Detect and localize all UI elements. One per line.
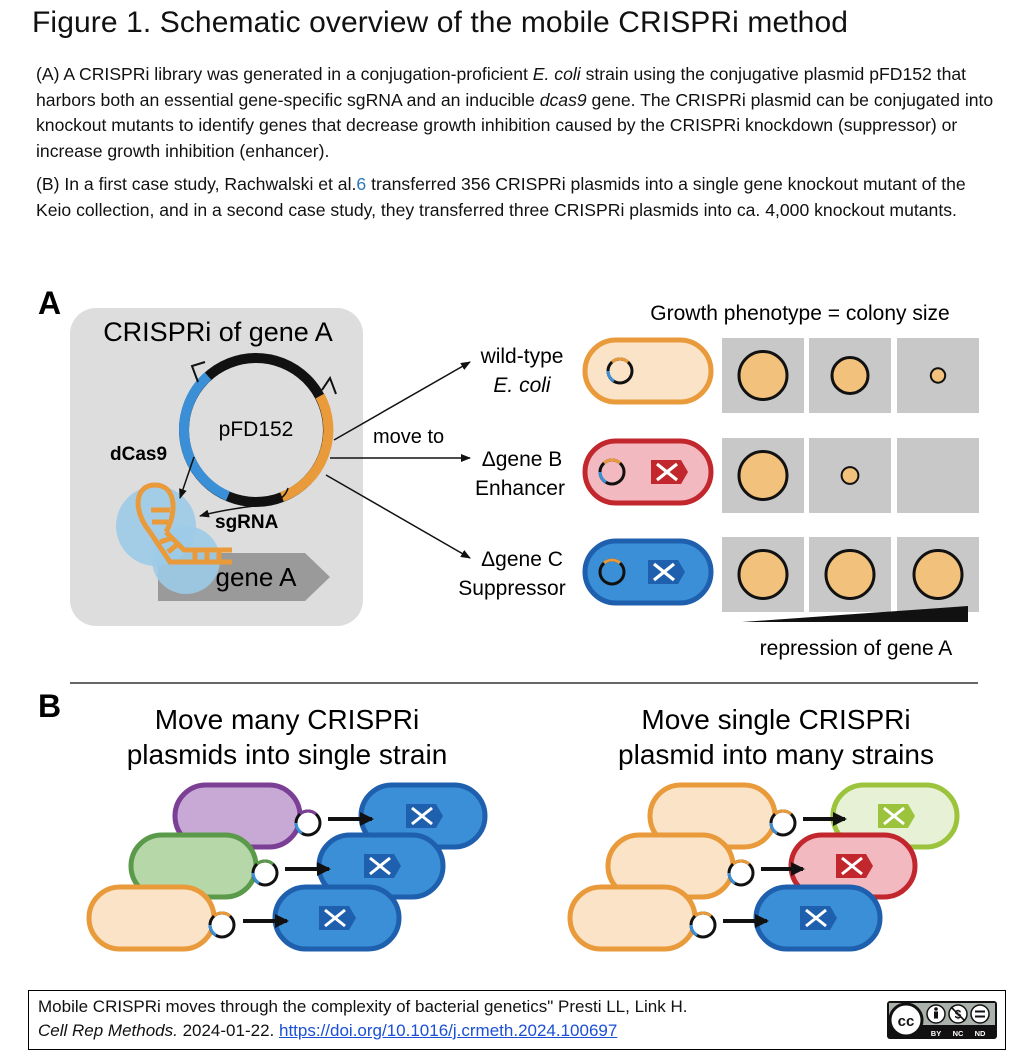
panel-a-label: A <box>38 285 61 321</box>
left-title-2: plasmids into single strain <box>127 739 448 770</box>
row-1-line-1: wild-type <box>480 345 564 368</box>
cc-by-nc-nd-icon: cc $ BY NC ND <box>887 1001 997 1039</box>
colony <box>737 450 789 501</box>
caption-b: (B) In a first case study, Rachwalski et… <box>36 172 996 223</box>
license-by: BY <box>931 1029 941 1038</box>
colony <box>840 466 860 485</box>
colony-tile <box>897 438 979 513</box>
caption-b-text-2: transferred 356 CRISPRi plasmids into a … <box>36 174 966 220</box>
citation-journal: Cell Rep Methods. <box>38 1021 178 1040</box>
doi-link[interactable]: https://doi.org/10.1016/j.crmeth.2024.10… <box>278 1021 618 1040</box>
caption-a-text: (A) A CRISPRi library was generated in a… <box>36 64 533 84</box>
left-group <box>86 782 488 952</box>
citation-line-1: Mobile CRISPRi moves through the complex… <box>38 997 688 1016</box>
colony <box>929 367 947 384</box>
gene-a-label: gene A <box>216 562 298 592</box>
sgrna-hairpin <box>135 482 232 565</box>
right-group <box>567 782 960 952</box>
right-title-1: Move single CRISPRi <box>641 704 910 735</box>
left-title-1: Move many CRISPRi <box>155 704 420 735</box>
colony-grid <box>722 338 979 612</box>
cell-suppressor <box>582 538 714 606</box>
plasmid-pfd152 <box>179 353 337 507</box>
row-1-line-2: E. coli <box>493 374 552 397</box>
colony <box>824 549 876 600</box>
caption-a-italic-ecoli: E. coli <box>532 64 581 84</box>
plasmid-label: pFD152 <box>219 418 294 441</box>
dcas9-label: dCas9 <box>110 444 167 465</box>
citation-date: 2024-01-22. <box>177 1021 279 1040</box>
phenotype-title: Growth phenotype = colony size <box>650 302 949 325</box>
row-3-line-2: Suppressor <box>458 577 565 600</box>
figure-title: Figure 1. Schematic overview of the mobi… <box>32 6 849 39</box>
caption-a: (A) A CRISPRi library was generated in a… <box>36 62 996 164</box>
row-2-line-1: Δgene B <box>482 448 563 471</box>
right-title-2: plasmid into many strains <box>618 739 934 770</box>
citation-line-2: Cell Rep Methods. 2024-01-22. https://do… <box>38 1021 617 1041</box>
cell-wildtype <box>582 337 714 405</box>
crispri-box-title: CRISPRi of gene A <box>103 317 333 347</box>
schematic-figure: A CRISPRi of gene A gene A pFD152 dCas9 … <box>38 285 979 952</box>
colony <box>912 549 964 600</box>
sgrna-label: sgRNA <box>215 512 279 533</box>
citation-footer: Mobile CRISPRi moves through the complex… <box>28 990 1006 1050</box>
caption-a-text-3: gene. The CRISPRi plasmid can be conjuga… <box>36 89 994 161</box>
svg-text:cc: cc <box>898 1013 915 1030</box>
colony <box>737 549 789 600</box>
row-3-line-1: Δgene C <box>481 548 563 571</box>
move-to-label: move to <box>373 426 444 448</box>
cell-enhancer <box>582 438 714 506</box>
colony <box>737 350 789 401</box>
caption-a-text-2: strain using the conjugative plasmid pFD… <box>36 64 967 110</box>
license-nd: ND <box>975 1029 986 1038</box>
panel-b-label: B <box>38 688 61 724</box>
colony <box>830 356 870 395</box>
repression-label: repression of gene A <box>760 637 953 660</box>
reference-link[interactable]: 6 <box>356 174 367 194</box>
license-nc: NC <box>953 1029 964 1038</box>
repression-gradient <box>742 606 968 622</box>
caption-b-text: (B) In a first case study, Rachwalski et… <box>36 174 357 194</box>
caption-a-italic-dcas9: dcas9 <box>539 89 587 110</box>
row-2-line-2: Enhancer <box>475 477 565 500</box>
